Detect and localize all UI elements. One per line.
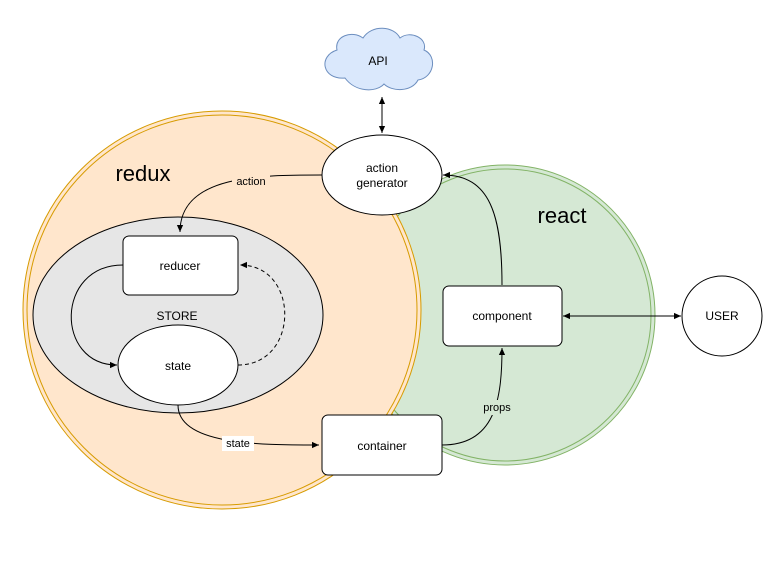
component-label: component	[472, 309, 532, 323]
state-edge-label: state	[226, 438, 250, 450]
state-label: state	[165, 359, 191, 373]
edges	[70, 97, 681, 449]
action-generator-label-line2: generator	[356, 176, 407, 190]
reducer-node: reducer	[122, 235, 239, 296]
action-edge-label: action	[236, 176, 265, 188]
container-node: container	[321, 414, 443, 476]
component-to-action-generator-edge	[442, 171, 503, 286]
api-label: API	[368, 54, 387, 68]
props-edge-label-group: props	[480, 400, 514, 415]
state-node: state	[117, 324, 239, 406]
action-generator-node: action generator	[321, 134, 443, 216]
reducer-to-state-edge	[70, 264, 124, 369]
action-generator-label-line1: action	[366, 161, 398, 175]
action-edge-label-group: action	[232, 173, 270, 188]
container-label: container	[357, 439, 406, 453]
user-label: USER	[705, 309, 739, 323]
state-edge-label-group: state	[222, 436, 254, 451]
reducer-label: reducer	[160, 259, 201, 273]
api-cloud-node: API	[324, 27, 433, 91]
props-edge-label: props	[483, 402, 511, 414]
component-node: component	[442, 285, 563, 347]
cloud-icon	[324, 27, 433, 91]
store-label: STORE	[156, 309, 197, 323]
action-edge	[176, 174, 323, 233]
react-label: react	[538, 203, 587, 228]
props-edge	[441, 347, 506, 446]
redux-label: redux	[115, 161, 170, 186]
user-node: USER	[681, 275, 763, 357]
